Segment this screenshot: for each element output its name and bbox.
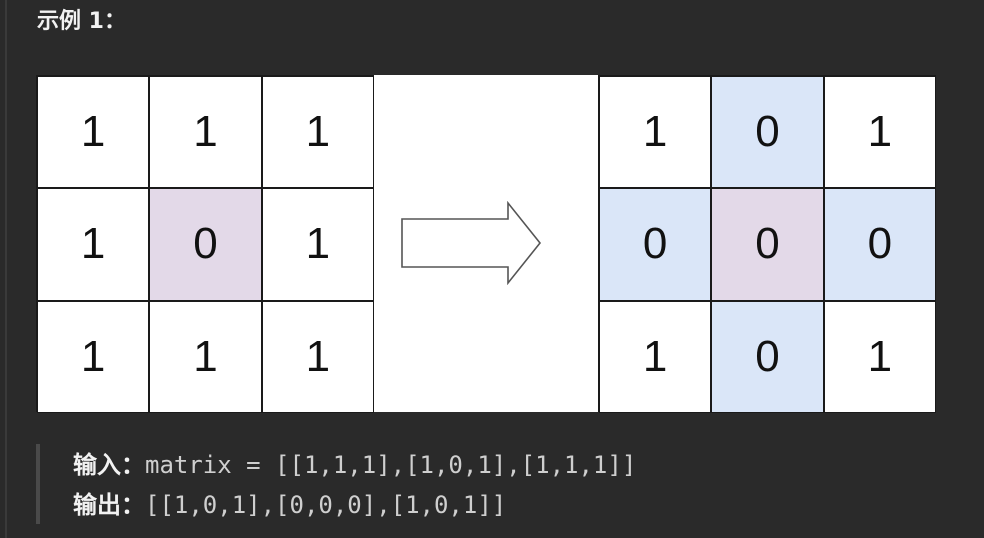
matrix-cell: 1	[149, 76, 262, 189]
matrix-cell: 1	[261, 188, 374, 301]
matrix-cell: 1	[823, 300, 936, 413]
example-title: 示例 1：	[37, 9, 126, 34]
output-line: 输出：[[1,0,1],[0,0,0],[1,0,1]]	[73, 488, 506, 523]
matrix-cell: 1	[599, 76, 712, 189]
output-label: 输出：	[73, 491, 145, 519]
matrix-cell-changed: 0	[711, 300, 824, 413]
matrix-cell-changed: 0	[823, 188, 936, 301]
matrix-cell-zero: 0	[149, 188, 262, 301]
input-line: 输入：matrix = [[1,1,1],[1,0,1],[1,1,1]]	[73, 448, 636, 483]
right-arrow-icon	[401, 201, 542, 285]
input-label: 输入：	[73, 451, 145, 479]
input-value: matrix = [[1,1,1],[1,0,1],[1,1,1]]	[145, 451, 637, 479]
matrix-cell-changed: 0	[711, 76, 824, 189]
before-matrix: 1 1 1 1 0 1 1 1 1	[36, 75, 374, 413]
matrix-cell: 1	[149, 300, 262, 413]
after-matrix: 1 0 1 0 0 0 1 0 1	[598, 75, 936, 413]
matrix-cell-changed: 0	[599, 188, 712, 301]
matrix-cell: 1	[599, 300, 712, 413]
matrix-cell: 1	[823, 76, 936, 189]
left-rule	[5, 0, 7, 538]
matrix-cell: 1	[37, 188, 150, 301]
matrix-cell: 1	[37, 76, 150, 189]
blockquote-bar	[36, 444, 40, 524]
matrix-cell: 1	[37, 300, 150, 413]
matrix-cell: 1	[261, 76, 374, 189]
matrix-cell: 1	[261, 300, 374, 413]
output-value: [[1,0,1],[0,0,0],[1,0,1]]	[145, 491, 507, 519]
example-figure: 1 1 1 1 0 1 1 1 1 1 0 1 0 0 0 1 0 1	[36, 75, 936, 413]
matrix-cell-zero: 0	[711, 188, 824, 301]
